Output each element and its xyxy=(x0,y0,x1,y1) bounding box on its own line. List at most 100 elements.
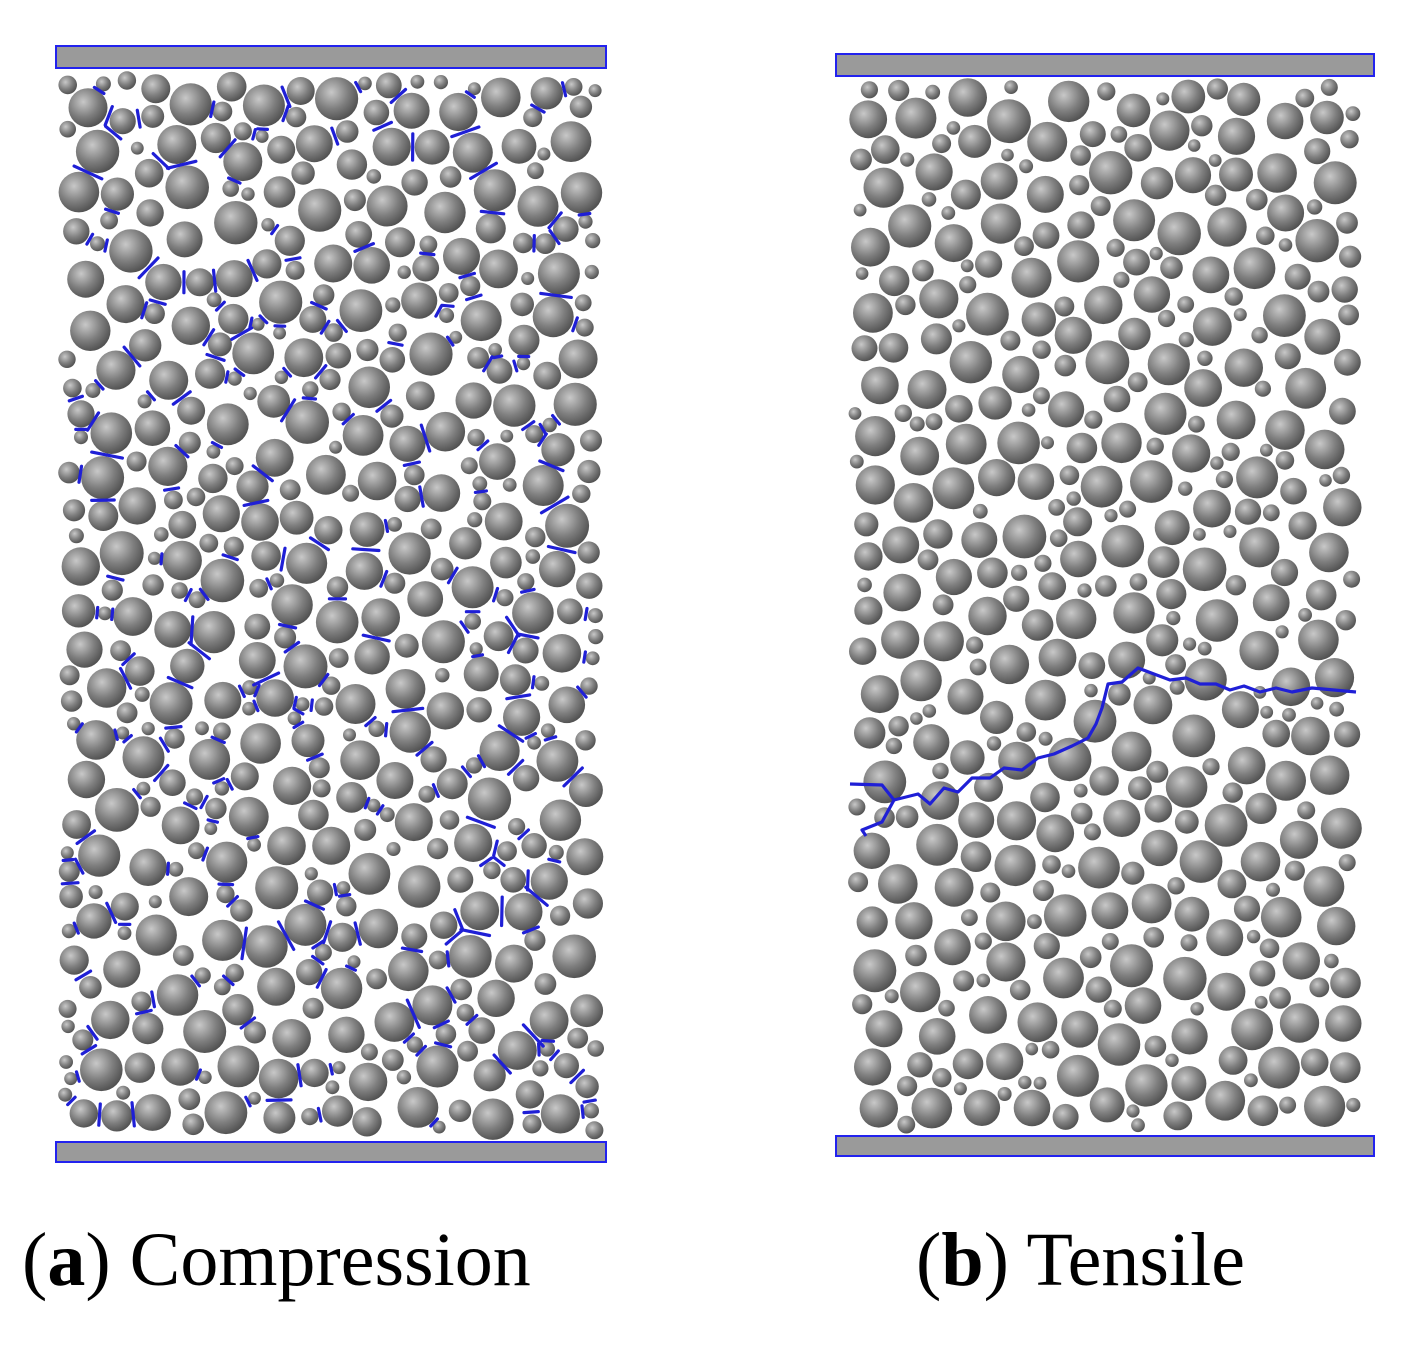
crack-segment xyxy=(283,640,301,654)
particle xyxy=(530,77,563,110)
particle xyxy=(912,259,934,282)
particle xyxy=(215,260,253,298)
particle xyxy=(463,656,499,692)
particle xyxy=(497,841,517,861)
particle xyxy=(1197,641,1212,656)
crack-segment xyxy=(379,569,389,588)
crack-segment xyxy=(210,441,224,449)
particle xyxy=(386,842,401,856)
particle xyxy=(848,872,869,893)
crack-segment xyxy=(265,577,273,591)
particle xyxy=(1263,294,1306,337)
crack-segment xyxy=(547,211,563,230)
particle xyxy=(585,651,600,666)
particle xyxy=(1163,1101,1193,1131)
particle xyxy=(357,461,397,501)
particle xyxy=(521,833,547,859)
particle xyxy=(493,384,536,427)
particle xyxy=(986,942,1026,982)
particle xyxy=(923,519,953,549)
particle xyxy=(319,368,341,391)
crack-segment xyxy=(521,1023,545,1048)
particle xyxy=(1108,683,1131,706)
particle xyxy=(325,1080,340,1095)
particle xyxy=(961,909,978,926)
crack-segment xyxy=(77,464,84,484)
particle xyxy=(1133,276,1171,313)
particle xyxy=(1027,121,1068,162)
particle xyxy=(932,134,952,154)
crack-segment xyxy=(505,615,521,638)
particle xyxy=(1167,877,1185,895)
particle xyxy=(1300,1048,1329,1077)
particle xyxy=(59,665,80,686)
crack-segment xyxy=(434,304,443,318)
particle xyxy=(59,945,89,975)
crack-segment xyxy=(86,1024,99,1041)
crack-segment xyxy=(118,666,133,690)
crack-segment xyxy=(73,857,85,875)
particle xyxy=(113,597,153,636)
particle xyxy=(1119,500,1137,518)
crack-segment xyxy=(444,929,464,946)
particle xyxy=(1249,960,1276,987)
crack-segment xyxy=(258,314,269,325)
particle xyxy=(145,263,182,301)
crack-segment xyxy=(549,1049,560,1062)
particle xyxy=(905,944,927,967)
crack-segment xyxy=(212,777,226,785)
particle xyxy=(1206,78,1228,100)
crack-segment xyxy=(465,293,483,302)
particle xyxy=(217,1045,260,1088)
particle xyxy=(1298,619,1339,661)
particle xyxy=(1041,436,1054,450)
particle xyxy=(404,464,425,486)
particle xyxy=(335,120,359,143)
crack-segment xyxy=(465,1013,479,1026)
particle xyxy=(1116,93,1151,128)
crack-segment xyxy=(90,450,125,460)
particle xyxy=(1275,451,1295,470)
particle xyxy=(1149,110,1190,151)
particle xyxy=(296,959,323,986)
particle xyxy=(467,428,485,447)
particle xyxy=(1063,507,1093,537)
particle xyxy=(1021,302,1056,337)
crack-segment xyxy=(580,1104,585,1119)
particle xyxy=(148,446,188,486)
crack-segment xyxy=(237,684,246,699)
particle xyxy=(968,596,1007,636)
particle xyxy=(553,1053,579,1079)
particle xyxy=(343,728,356,742)
crack-segment xyxy=(74,969,93,982)
particle xyxy=(1227,82,1261,116)
particle xyxy=(1141,829,1178,867)
crack-segment xyxy=(183,587,193,603)
particle xyxy=(501,128,537,164)
particle xyxy=(110,640,131,662)
particle xyxy=(1113,592,1155,634)
particle xyxy=(348,1062,388,1102)
particle xyxy=(1345,106,1361,121)
particle xyxy=(263,1101,296,1134)
particle xyxy=(1078,652,1106,679)
crack-segment xyxy=(75,829,97,846)
crack-segment xyxy=(384,721,389,738)
particle xyxy=(61,923,77,939)
particle xyxy=(1177,296,1195,313)
particle xyxy=(1144,1035,1167,1058)
particle xyxy=(1227,746,1266,785)
particle xyxy=(1233,895,1261,922)
particle xyxy=(945,395,973,423)
particle xyxy=(100,177,134,211)
crack-segment xyxy=(85,411,101,432)
particle xyxy=(539,799,582,841)
particle xyxy=(1309,532,1349,573)
panel-a-compression xyxy=(52,44,610,1166)
particle xyxy=(227,371,242,386)
particle xyxy=(1208,154,1222,167)
particle xyxy=(1239,527,1280,568)
particle xyxy=(853,949,897,993)
particle xyxy=(1187,139,1201,152)
particle xyxy=(432,1120,446,1134)
